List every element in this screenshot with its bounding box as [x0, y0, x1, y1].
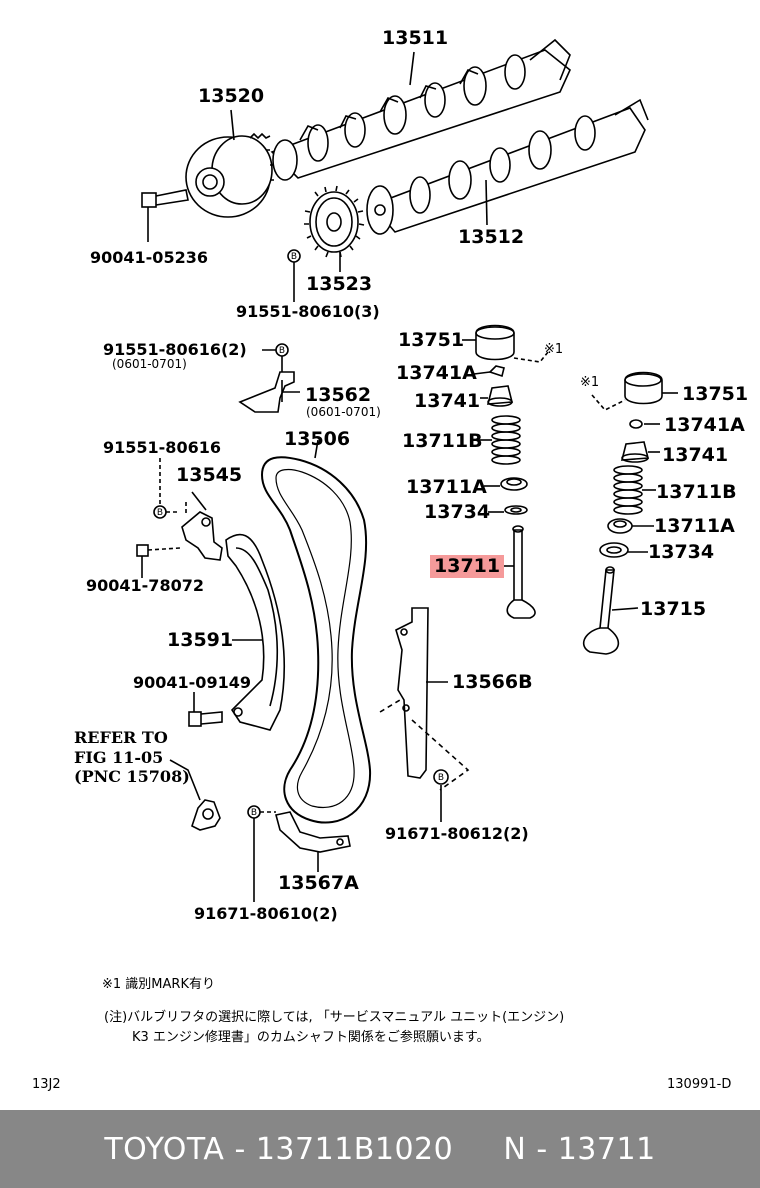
label-91551-80616[interactable]: 91551-80616 — [103, 438, 221, 457]
label-13511[interactable]: 13511 — [382, 27, 449, 49]
timing-chain-13506 — [260, 439, 372, 824]
label-13751-right[interactable]: 13751 — [682, 383, 749, 405]
label-13545[interactable]: 13545 — [176, 464, 243, 486]
circle-b-mark: B — [279, 346, 285, 356]
date-range-label: (0601-0701) — [112, 357, 187, 371]
cam-timing-gear-13520 — [185, 132, 274, 218]
label-13566b[interactable]: 13566B — [452, 671, 533, 693]
refer-note-line2[interactable]: FIG 11-05 — [74, 748, 164, 767]
refer-part-15708 — [169, 759, 221, 831]
note-mark-1: ※1 識別MARK有り — [102, 977, 215, 992]
label-91551-80616-2[interactable]: 91551-80616(2) — [103, 340, 247, 359]
figure-code-right: 130991-D — [667, 1077, 732, 1092]
label-90041-09149[interactable]: 90041-09149 — [133, 673, 251, 692]
note-valve-lifter-line1: (注)バルブリフタの選択に際しては, 「サービスマニュアル ユニット(エンジン) — [104, 1010, 565, 1025]
label-13711a-left[interactable]: 13711A — [406, 476, 487, 498]
camshaft-13511 — [270, 38, 571, 181]
label-13711a-right[interactable]: 13711A — [654, 515, 735, 537]
label-13562[interactable]: 13562 — [305, 384, 372, 406]
label-13520[interactable]: 13520 — [198, 85, 265, 107]
refer-note-line1: REFER TO — [74, 728, 168, 747]
label-91551-80610[interactable]: 91551-80610(3) — [236, 302, 380, 321]
label-13567a[interactable]: 13567A — [278, 872, 359, 894]
label-13523[interactable]: 13523 — [306, 273, 373, 295]
label-91671-80610[interactable]: 91671-80610(2) — [194, 904, 338, 923]
label-13741a-right[interactable]: 13741A — [664, 414, 745, 436]
note-valve-lifter-line2: K3 エンジン修理書」のカムシャフト関係をご参照願います。 — [132, 1030, 490, 1045]
label-13751-left[interactable]: 13751 — [398, 329, 465, 351]
label-13741-right[interactable]: 13741 — [662, 444, 729, 466]
label-13741-left[interactable]: 13741 — [414, 390, 481, 412]
guide-13566b — [379, 607, 470, 822]
label-13506[interactable]: 13506 — [284, 428, 351, 450]
valve-stack-right — [582, 371, 678, 655]
label-91671-80612[interactable]: 91671-80612(2) — [385, 824, 529, 843]
diagram-drawing: B B B B B — [136, 38, 678, 902]
label-13711b-right[interactable]: 13711B — [656, 481, 737, 503]
label-13711b-left[interactable]: 13711B — [402, 430, 483, 452]
label-13734-left[interactable]: 13734 — [424, 501, 491, 523]
slipper-13591 — [225, 533, 286, 731]
circle-b-mark: B — [251, 808, 257, 818]
date-range-label: (0601-0701) — [306, 405, 381, 419]
circle-b-mark: B — [291, 252, 297, 262]
label-13591[interactable]: 13591 — [167, 629, 234, 651]
label-13715-right[interactable]: 13715 — [640, 598, 707, 620]
footer-part-number: TOYOTA - 13711B1020 N - 13711 — [104, 1131, 656, 1167]
camshaft-13512 — [366, 98, 649, 235]
figure-code-left: 13J2 — [32, 1077, 61, 1092]
label-13741a-left[interactable]: 13741A — [396, 362, 477, 384]
label-13734-right[interactable]: 13734 — [648, 541, 715, 563]
valve-stack-left — [462, 324, 549, 619]
circle-b-mark: B — [157, 508, 163, 518]
mark-1-right: ※1 — [580, 375, 600, 390]
parts-diagram: B B B B B 13511 13520 13512 90041-05236 … — [32, 27, 749, 1092]
label-13711-highlighted[interactable]: 13711 — [430, 555, 505, 578]
label-13512[interactable]: 13512 — [458, 226, 525, 248]
guide-13567a — [247, 805, 351, 902]
label-90041-78072[interactable]: 90041-78072 — [86, 576, 204, 595]
bracket-13562 — [238, 343, 300, 413]
bolt-90041-05236 — [141, 189, 189, 242]
sprocket-13523 — [287, 185, 365, 302]
footer-bar: TOYOTA - 13711B1020 N - 13711 — [0, 1110, 760, 1188]
tensioner-13545 — [136, 458, 223, 578]
circle-b-mark: B — [438, 773, 444, 783]
label-90041-05236[interactable]: 90041-05236 — [90, 248, 208, 267]
mark-1-left: ※1 — [544, 342, 564, 357]
refer-note-line3[interactable]: (PNC 15708) — [74, 767, 190, 786]
bolt-90041-09149 — [188, 692, 223, 727]
